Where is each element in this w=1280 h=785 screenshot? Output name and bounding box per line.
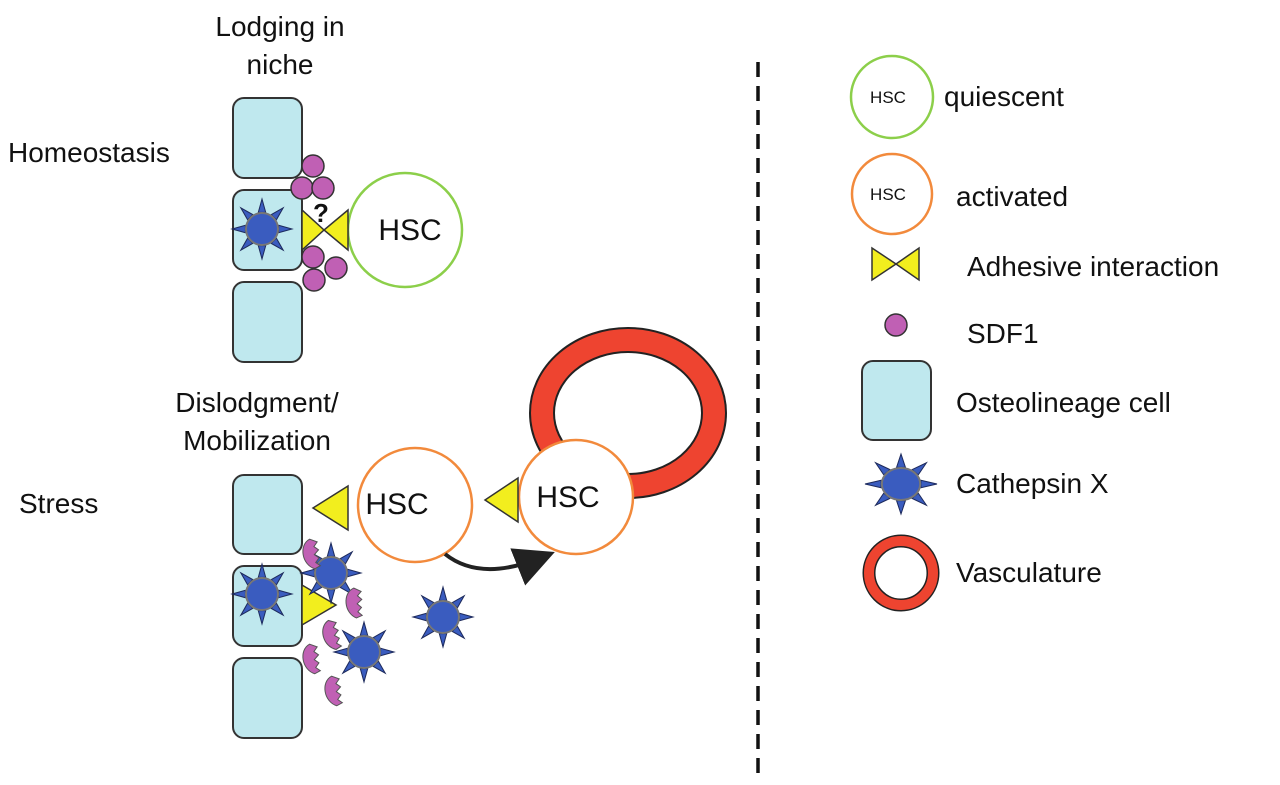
hsc-label: HSC [365,488,428,521]
legend-item-adhesive: Adhesive interaction [871,246,1219,282]
cathepsin-x-icon [864,452,938,516]
sdf1-molecule [324,256,348,280]
legend-symbol-text: HSC [870,185,906,204]
adhesive-interaction-icon [322,208,349,252]
cathepsin-body [347,635,381,669]
legend-item-quiescent: HSC quiescent [849,54,1064,140]
stress-panel: Dislodgment/ Mobilization Stress HSC HSC [19,327,727,739]
cathepsin-spike [438,585,448,601]
legend-item-activated: HSC activated [850,152,1068,236]
homeostasis-row-label: Homeostasis [8,137,170,168]
cathepsin-spike [326,541,336,557]
homeostasis-heading-line2: niche [247,49,314,80]
cathepsin-x-icon [230,562,294,626]
legend-item-osteolineage: Osteolineage cell [861,360,1171,441]
osteolineage-cell [232,474,303,555]
stress-row-label: Stress [19,488,98,519]
cathepsin-body [245,212,279,246]
cathepsin-spike [359,668,369,684]
legend-label: Cathepsin X [956,468,1109,499]
cathepsin-spike [359,620,369,636]
cathepsin-body [426,600,460,634]
legend-item-cathepsin: Cathepsin X [864,452,1109,516]
cathepsin-body [880,467,922,501]
cathepsin-spike [347,568,363,578]
cathepsin-spike [864,479,882,489]
cathepsin-spike [920,479,938,489]
cleaved-sdf1-fragment [324,675,344,707]
legend-label: activated [956,181,1068,212]
cathepsin-body [314,556,348,590]
sdf1-molecule [301,154,325,178]
legend-symbol-text: HSC [870,88,906,107]
adhesive-interaction-icon [301,208,326,252]
adhesive-half-icon [301,583,338,627]
adhesive-half-icon [311,484,349,532]
sdf1-molecule [301,245,325,269]
sdf1-molecule [302,268,326,292]
cathepsin-x-icon [411,585,475,649]
cleaved-sdf1-fragment [302,643,322,675]
legend-item-vasculature: Vasculature [862,534,1102,612]
legend-label: Vasculature [956,557,1102,588]
homeostasis-heading-line1: Lodging in [215,11,344,42]
cathepsin-spike [895,500,907,516]
stress-heading-line1: Dislodgment/ [175,387,339,418]
adhesive-half-icon [483,476,519,524]
adhesive-interaction-icon [871,246,898,282]
homeostasis-panel: Lodging in niche Homeostasis ? HSC [8,11,464,363]
cathepsin-body [245,577,279,611]
mobilization-arrow [443,548,555,586]
legend-label: Osteolineage cell [956,387,1171,418]
stress-heading-line2: Mobilization [183,425,331,456]
osteolineage-cell [232,97,303,179]
cathepsin-spike [438,633,448,649]
sdf1-icon [884,313,908,337]
hsc-activated-cell [356,446,474,564]
sdf1-molecule [311,176,335,200]
sdf1-molecule [290,176,314,200]
osteolineage-cell [232,281,303,363]
legend: HSC quiescent HSC activated Adhesive int… [849,54,1219,612]
osteolineage-cell-icon [861,360,932,441]
cathepsin-spike [895,452,907,468]
hsc-label: HSC [378,214,441,247]
cathepsin-x-icon [332,620,396,684]
legend-label: quiescent [944,81,1064,112]
cleaved-sdf1-fragment [345,587,364,619]
cathepsin-spike [380,647,396,657]
cathepsin-spike [411,612,427,622]
cleaved-sdf1-fragment [322,619,343,650]
hsc-quiescent-icon [849,54,935,140]
question-mark: ? [313,198,329,228]
cathepsin-spike [299,568,315,578]
cleaved-sdf1-fragment [302,538,322,570]
hsc-activated-icon [850,152,934,236]
cathepsin-spike [459,612,475,622]
hsc-activated-cell-vessel [517,438,635,556]
legend-label: SDF1 [967,318,1039,349]
hsc-label: HSC [536,481,599,514]
legend-label: Adhesive interaction [967,251,1219,282]
adhesive-interaction-icon [894,246,920,282]
legend-item-sdf1: SDF1 [884,313,1039,349]
vasculature-icon [864,536,938,610]
cathepsin-x-icon [230,197,294,261]
osteolineage-cell [232,657,303,739]
